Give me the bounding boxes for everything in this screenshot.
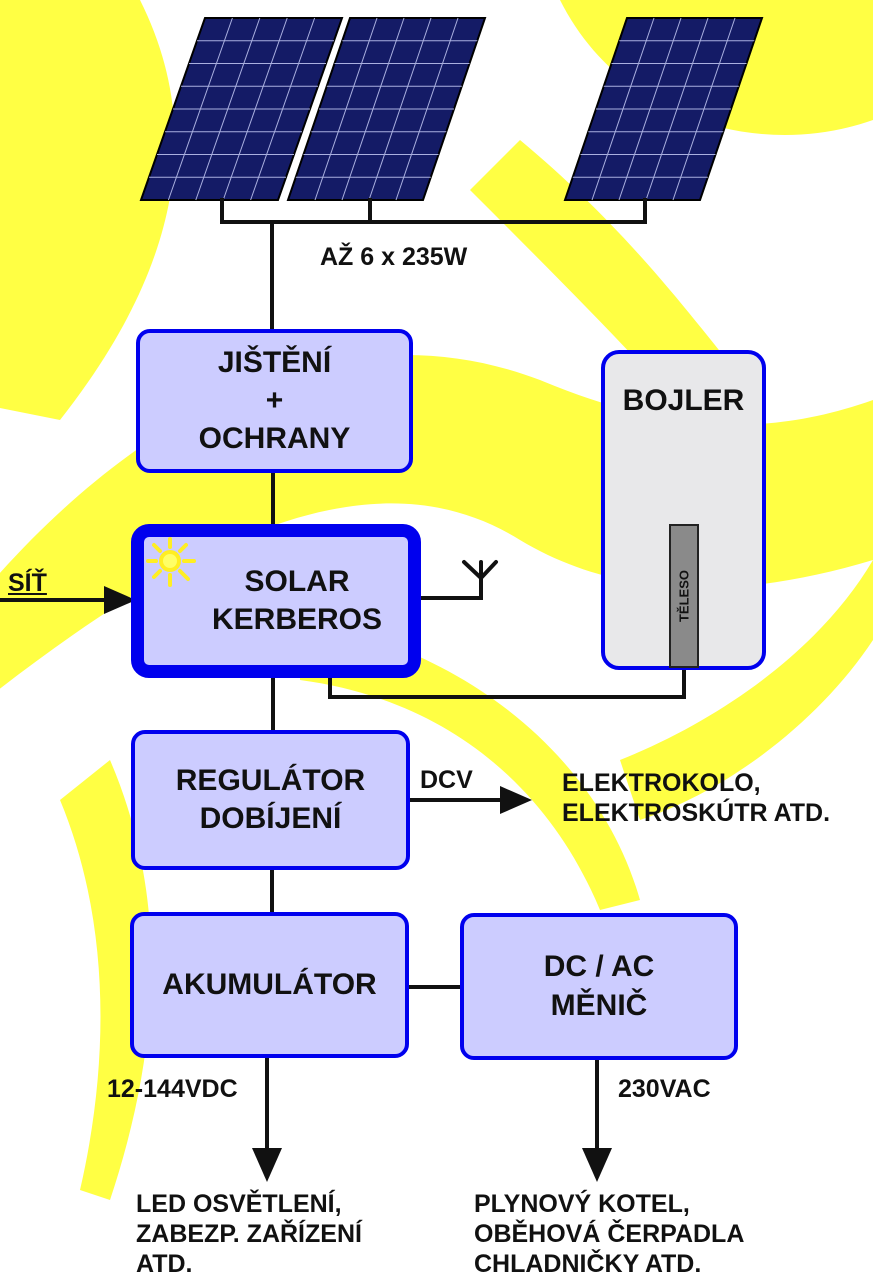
dc-load-arrow — [252, 1058, 282, 1182]
ac-loads-line-3: CHLADNIČKY ATD. — [474, 1250, 702, 1278]
solar-kerberos-controller: SOLAR KERBEROS — [131, 524, 421, 678]
solar-panel-1 — [139, 17, 344, 201]
wiring — [220, 198, 686, 989]
antenna-icon — [462, 560, 498, 580]
dcv-output-arrow — [410, 786, 532, 814]
ac-voltage-label: 230VAC — [618, 1075, 711, 1103]
ebike-target-line-1: ELEKTROKOLO, — [562, 769, 761, 797]
inverter-line-2: MĚNIČ — [550, 988, 648, 1022]
panel-rating-label: AŽ 6 x 235W — [320, 243, 468, 271]
sun-logo-icon — [146, 537, 196, 587]
fuse-box-line-1: JIŠTĚNÍ — [217, 345, 332, 379]
dcv-output-label: DCV — [420, 766, 473, 794]
dc-loads-line-3: ATD. — [136, 1250, 193, 1278]
accumulator-box: AKUMULÁTOR — [130, 912, 409, 1058]
fuse-box-line-3: OCHRANY — [198, 422, 351, 456]
ac-loads-line-2: OBĚHOVÁ ČERPADLA — [474, 1220, 745, 1248]
charge-regulator-box: REGULÁTOR DOBÍJENÍ — [131, 730, 410, 870]
ac-loads-line-1: PLYNOVÝ KOTEL, — [474, 1190, 690, 1218]
solar-panel-2 — [286, 17, 487, 201]
dc-loads-label: LED OSVĚTLENÍ, ZABEZP. ZAŘÍZENÍ ATD. — [136, 1189, 362, 1279]
dc-loads-line-1: LED OSVĚTLENÍ, — [136, 1190, 342, 1218]
controller-line-2: KERBEROS — [211, 603, 383, 636]
inverter-line-1: DC / AC — [543, 950, 655, 984]
regulator-line-2: DOBÍJENÍ — [199, 802, 342, 835]
fuse-protection-box: JIŠTĚNÍ + OCHRANY — [136, 329, 413, 473]
controller-line-1: SOLAR — [244, 564, 350, 598]
regulator-line-1: REGULÁTOR — [175, 763, 366, 797]
dc-ac-inverter-box: DC / AC MĚNIČ — [460, 913, 738, 1060]
solar-panel-3 — [563, 17, 764, 201]
panel-combiner-wire — [220, 198, 647, 224]
grid-input-arrow — [0, 586, 136, 614]
dc-voltage-label: 12-144VDC — [107, 1075, 238, 1103]
heating-element-label: TĚLESO — [676, 569, 692, 623]
boiler-title: BOJLER — [622, 384, 745, 417]
fuse-box-line-2: + — [265, 383, 284, 417]
grid-input-label: SÍŤ — [8, 569, 47, 597]
controller-to-heater-wire — [328, 664, 686, 699]
antenna-feed-wire — [419, 576, 483, 600]
ebike-target-line-2: ELEKTROSKÚTR ATD. — [562, 799, 831, 827]
boiler-tank: BOJLER TĚLESO — [601, 350, 766, 670]
heating-element: TĚLESO — [669, 524, 699, 668]
ac-load-arrow — [582, 1060, 612, 1182]
ebike-target-label: ELEKTROKOLO, ELEKTROSKÚTR ATD. — [562, 768, 830, 828]
accumulator-label: AKUMULÁTOR — [162, 967, 377, 1001]
dc-loads-line-2: ZABEZP. ZAŘÍZENÍ — [136, 1220, 362, 1248]
ac-loads-label: PLYNOVÝ KOTEL, OBĚHOVÁ ČERPADLA CHLADNIČ… — [474, 1189, 744, 1279]
